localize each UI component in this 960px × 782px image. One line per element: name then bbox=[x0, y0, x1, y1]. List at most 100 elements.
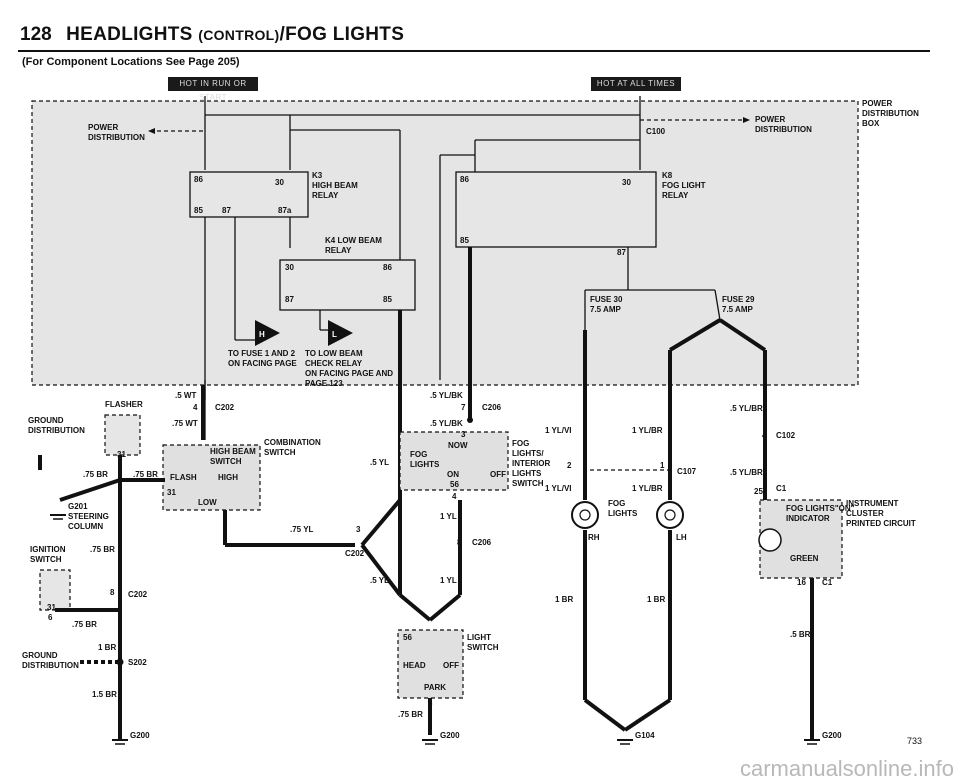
wire bbox=[583, 698, 627, 732]
off2-label: OFF bbox=[443, 661, 459, 670]
g200-c-label: G200 bbox=[822, 731, 842, 740]
figure-number: 733 bbox=[906, 736, 922, 746]
arrow bbox=[148, 128, 155, 134]
h-marker: H bbox=[259, 330, 265, 339]
connector-c206a: C206 bbox=[482, 403, 502, 412]
power-dist-left-label: POWER DISTRIBUTION bbox=[88, 123, 145, 142]
wire-label: 1 YL bbox=[440, 512, 457, 521]
l-marker-arrow bbox=[328, 320, 353, 346]
k8-label: K8 FOG LIGHT RELAY bbox=[662, 171, 706, 200]
diagram-label: ON FACING PAGE bbox=[228, 359, 297, 368]
c100-label: C100 bbox=[646, 127, 666, 136]
wire-label: .5 YL/BR bbox=[730, 468, 763, 477]
diagram-label: GROUND bbox=[28, 416, 64, 425]
wire-label: .5 YL bbox=[370, 576, 389, 585]
wire-label: .75 BR bbox=[90, 545, 115, 554]
low-label: LOW bbox=[198, 498, 217, 507]
subtitle: (For Component Locations See Page 205) bbox=[22, 56, 240, 68]
wire bbox=[428, 593, 462, 622]
g104-label: G104 bbox=[635, 731, 655, 740]
pin: 4 bbox=[452, 492, 457, 501]
pin: 31 bbox=[167, 488, 176, 497]
light-switch-label: LIGHT SWITCH bbox=[467, 633, 499, 652]
diagram-label: POWER bbox=[88, 123, 118, 132]
h-marker-arrow bbox=[255, 320, 280, 346]
power-distribution-box-area bbox=[32, 101, 858, 385]
power-dist-box-label: POWER DISTRIBUTION BOX bbox=[862, 99, 919, 128]
wire-label: .75 BR bbox=[72, 620, 97, 629]
fog-light-lh bbox=[656, 501, 684, 529]
fog-lights-label: FOG LIGHTS bbox=[608, 499, 638, 518]
instrument-cluster-label: INSTRUMENT CLUSTER PRINTED CIRCUIT bbox=[846, 499, 916, 528]
flasher-box bbox=[104, 414, 141, 456]
wire-label: .75 BR bbox=[398, 710, 423, 719]
wire bbox=[360, 498, 402, 547]
head-label: HEAD bbox=[403, 661, 426, 670]
off-label: OFF bbox=[490, 470, 506, 479]
wire-label: 1 BR bbox=[98, 643, 116, 652]
pin: 4 bbox=[193, 403, 198, 412]
diagram-label: DISTRIBUTION bbox=[755, 125, 812, 134]
wire-label: .5 BR bbox=[790, 630, 811, 639]
wire-label: 1 YL/VI bbox=[545, 426, 572, 435]
k4-relay-box bbox=[279, 259, 416, 311]
diagram-label: COLUMN bbox=[68, 522, 103, 531]
g200-a-label: G200 bbox=[130, 731, 150, 740]
ground-g200-c bbox=[804, 739, 820, 745]
pin: 85 bbox=[194, 206, 203, 215]
pin: 85 bbox=[460, 236, 469, 245]
diagram-label: HIGH BEAM bbox=[210, 447, 256, 456]
pin: 3 bbox=[356, 525, 361, 534]
pin: 4 bbox=[762, 431, 767, 440]
k3-relay-inner bbox=[189, 171, 309, 218]
diagram-label: HIGH BEAM bbox=[312, 181, 358, 190]
pin: 87a bbox=[278, 206, 292, 215]
fog-indicator-label: FOG LIGHTS"ON" INDICATOR bbox=[786, 504, 855, 523]
wire-label: 1 BR bbox=[555, 595, 573, 604]
diagram-label: INTERIOR bbox=[512, 459, 550, 468]
steering-column-label: STEERING COLUMN bbox=[68, 512, 109, 531]
pin: 86 bbox=[460, 175, 469, 184]
diagram-label: SWITCH bbox=[512, 479, 544, 488]
diagram-label: FOG LIGHT bbox=[662, 181, 706, 190]
wire-label: 1 YL bbox=[440, 576, 457, 585]
pin: 86 bbox=[383, 263, 392, 272]
diagram-label: RELAY bbox=[662, 191, 689, 200]
fog-light-lh-filament bbox=[664, 509, 676, 521]
pin: 9 bbox=[428, 700, 433, 709]
diagram-label: IGNITION bbox=[30, 545, 66, 554]
pin: 30 bbox=[622, 178, 631, 187]
wire-label: .5 YL bbox=[370, 458, 389, 467]
diagram-label: INDICATOR bbox=[786, 514, 830, 523]
connector-c202a: C202 bbox=[215, 403, 235, 412]
pin: 31 bbox=[47, 603, 56, 612]
diagram-label: DISTRIBUTION bbox=[862, 109, 919, 118]
diagram-label: PAGE 123 bbox=[305, 379, 343, 388]
pin: 2 bbox=[567, 461, 572, 470]
diagram-label: INSTRUMENT bbox=[846, 499, 899, 508]
diagram-label: RELAY bbox=[325, 246, 352, 255]
ground-distribution-label-1: GROUND DISTRIBUTION bbox=[28, 416, 85, 435]
wire-label: .5 YL/BK bbox=[430, 419, 463, 428]
ground-distribution-label-2: GROUND DISTRIBUTION bbox=[22, 651, 79, 670]
diagram-label: COMBINATION bbox=[264, 438, 321, 447]
splice-s202 bbox=[116, 658, 124, 666]
green-label: GREEN bbox=[790, 554, 819, 563]
k3-label: K3 HIGH BEAM RELAY bbox=[312, 171, 358, 200]
pin: 8 bbox=[457, 538, 462, 547]
pin: 56 bbox=[450, 480, 459, 489]
g201-label: G201 bbox=[68, 502, 88, 511]
wire-label: .75 BR bbox=[133, 470, 158, 479]
diagram-label: SWITCH bbox=[30, 555, 62, 564]
h-note: TO FUSE 1 AND 2 ON FACING PAGE bbox=[228, 349, 297, 368]
diagram-label: FOG bbox=[512, 439, 529, 448]
power-distribution-box-border bbox=[31, 100, 859, 386]
connector-dot bbox=[467, 417, 473, 423]
diagram-label: 7.5 AMP bbox=[722, 305, 753, 314]
wire bbox=[360, 543, 402, 597]
power-dist-right-label: POWER DISTRIBUTION bbox=[755, 115, 812, 134]
diagram-label: 7.5 AMP bbox=[590, 305, 621, 314]
diagram-label: DISTRIBUTION bbox=[88, 133, 145, 142]
wire-label: .75 YL bbox=[290, 525, 314, 534]
ground-g201 bbox=[50, 514, 66, 520]
